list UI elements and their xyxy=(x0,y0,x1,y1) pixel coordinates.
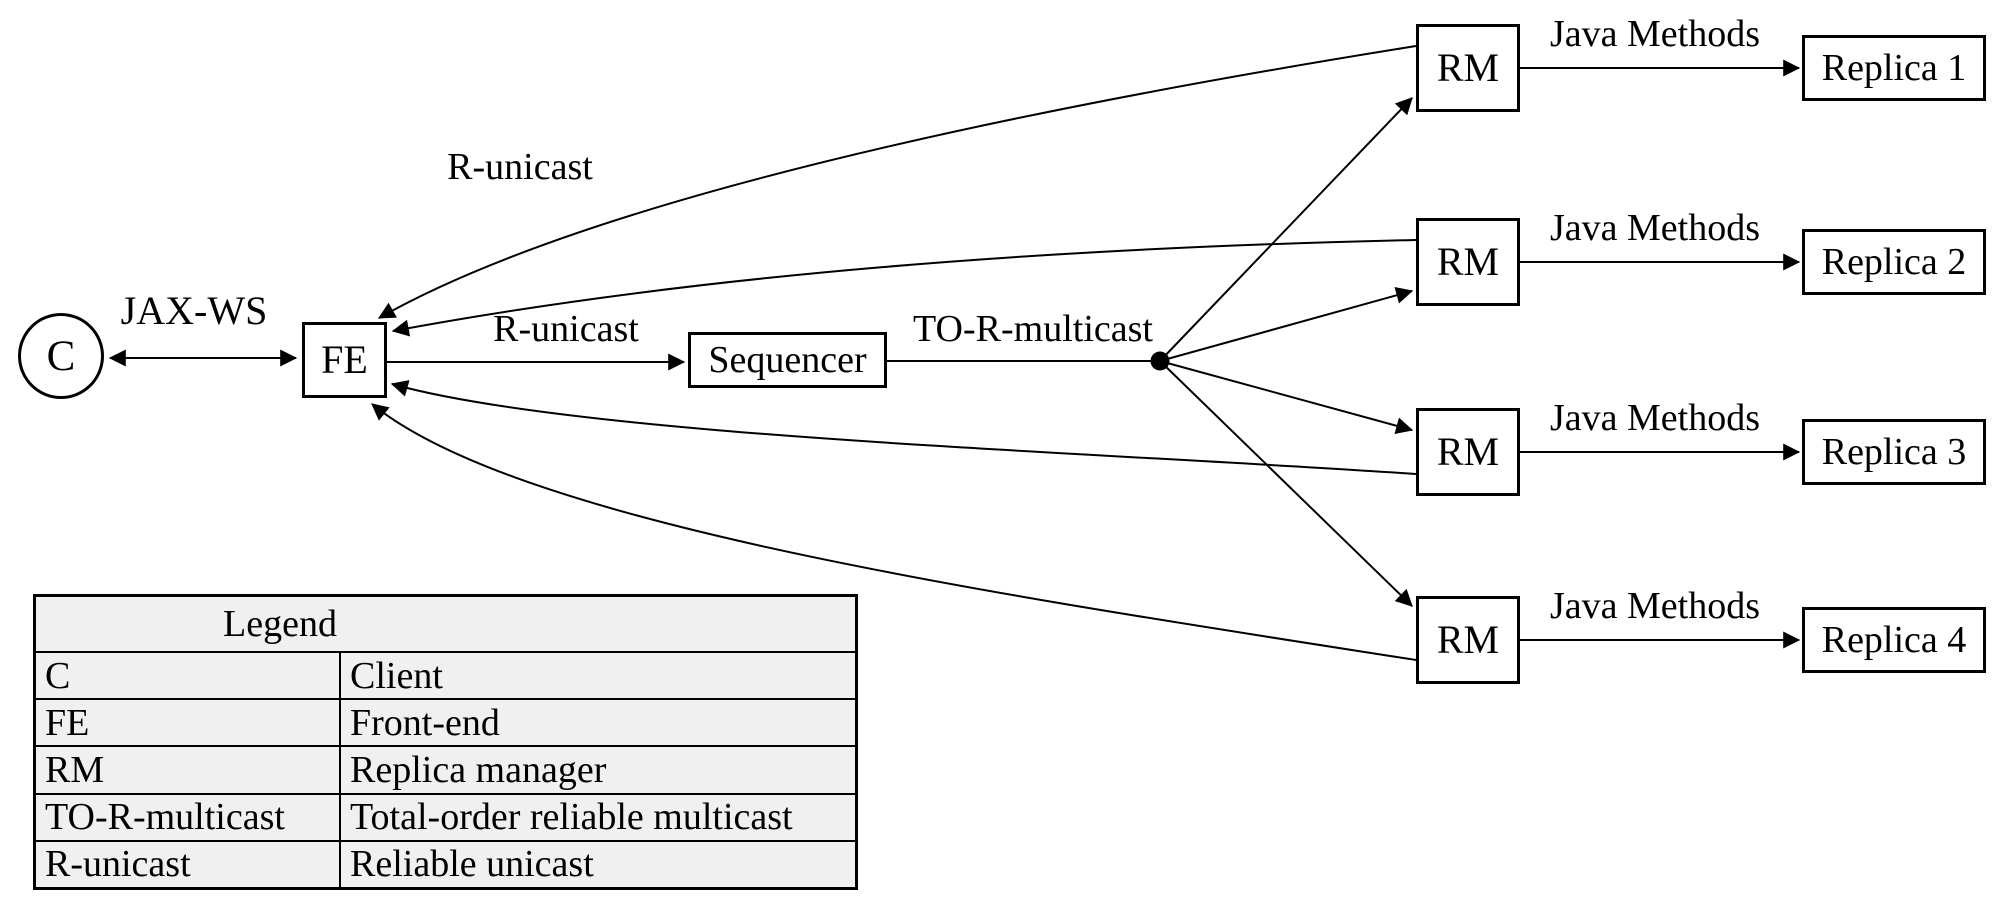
edge-rm2-frontend xyxy=(391,239,1417,337)
rm2-node: RM xyxy=(1416,218,1520,306)
edge-label-java-methods-3: Java Methods xyxy=(1549,397,1761,439)
legend-meaning: Front-end xyxy=(350,701,500,744)
sequencer-node: Sequencer xyxy=(688,332,887,388)
legend-row-to-r-multicast: TO-R-multicast Total-order reliable mult… xyxy=(36,794,855,842)
edge-label-java-methods-2: Java Methods xyxy=(1549,207,1761,249)
edge-rm1-frontend xyxy=(377,45,1417,319)
edge-label-java-methods-4: Java Methods xyxy=(1549,585,1761,627)
replica2-label: Replica 2 xyxy=(1821,241,1967,283)
replica4-node: Replica 4 xyxy=(1802,607,1986,673)
legend-row-r-unicast: R-unicast Reliable unicast xyxy=(36,841,855,888)
sequencer-label: Sequencer xyxy=(708,339,867,381)
edge-multicast-rm4 xyxy=(1159,360,1413,607)
rm2-label: RM xyxy=(1436,239,1500,284)
legend-abbr: R-unicast xyxy=(36,841,341,888)
legend-row-frontend: FE Front-end xyxy=(36,700,855,748)
edge-multicast-rm2 xyxy=(1159,287,1414,362)
legend-meaning: Replica manager xyxy=(350,749,607,791)
legend-meaning: Client xyxy=(350,654,443,697)
edge-label-r-unicast-request: R-unicast xyxy=(493,308,639,350)
rm4-node: RM xyxy=(1416,596,1520,684)
legend-row-client: C Client xyxy=(36,653,855,701)
rm1-node: RM xyxy=(1416,24,1520,112)
edge-label-jax-ws: JAX-WS xyxy=(120,288,268,333)
legend-abbr: C xyxy=(36,653,341,699)
legend-row-rm: RM Replica manager xyxy=(36,747,855,795)
frontend-label: FE xyxy=(321,337,368,382)
legend-meaning: Reliable unicast xyxy=(350,843,594,886)
edge-label-to-r-multicast: TO-R-multicast xyxy=(913,308,1153,350)
replica1-label: Replica 1 xyxy=(1821,47,1967,89)
client-label: C xyxy=(46,332,76,380)
legend-table: Legend C Client FE Front-end RM Replica … xyxy=(33,594,858,890)
legend-header: Legend xyxy=(36,597,855,653)
rm1-label: RM xyxy=(1436,45,1500,90)
replica3-node: Replica 3 xyxy=(1802,419,1986,485)
client-node: C xyxy=(18,313,104,399)
legend-title: Legend xyxy=(223,603,337,645)
edge-label-java-methods-1: Java Methods xyxy=(1549,13,1761,55)
edge-multicast-rm3 xyxy=(1159,360,1414,435)
replica1-node: Replica 1 xyxy=(1802,35,1986,101)
legend-meaning: Total-order reliable multicast xyxy=(350,796,793,839)
rm4-label: RM xyxy=(1436,617,1500,662)
rm3-node: RM xyxy=(1416,408,1520,496)
edge-rm4-frontend xyxy=(371,403,1417,661)
legend-abbr: TO-R-multicast xyxy=(36,794,341,840)
frontend-node: FE xyxy=(302,322,387,398)
legend-abbr: RM xyxy=(36,747,341,793)
edge-multicast-rm1 xyxy=(1159,97,1413,362)
rm3-label: RM xyxy=(1436,429,1500,474)
legend-abbr: FE xyxy=(36,700,341,746)
multicast-dot xyxy=(1150,351,1170,371)
replica4-label: Replica 4 xyxy=(1821,619,1967,661)
replica3-label: Replica 3 xyxy=(1821,431,1967,473)
edge-label-r-unicast-return: R-unicast xyxy=(447,146,593,188)
replica2-node: Replica 2 xyxy=(1802,229,1986,295)
edge-rm3-frontend xyxy=(390,380,1417,475)
